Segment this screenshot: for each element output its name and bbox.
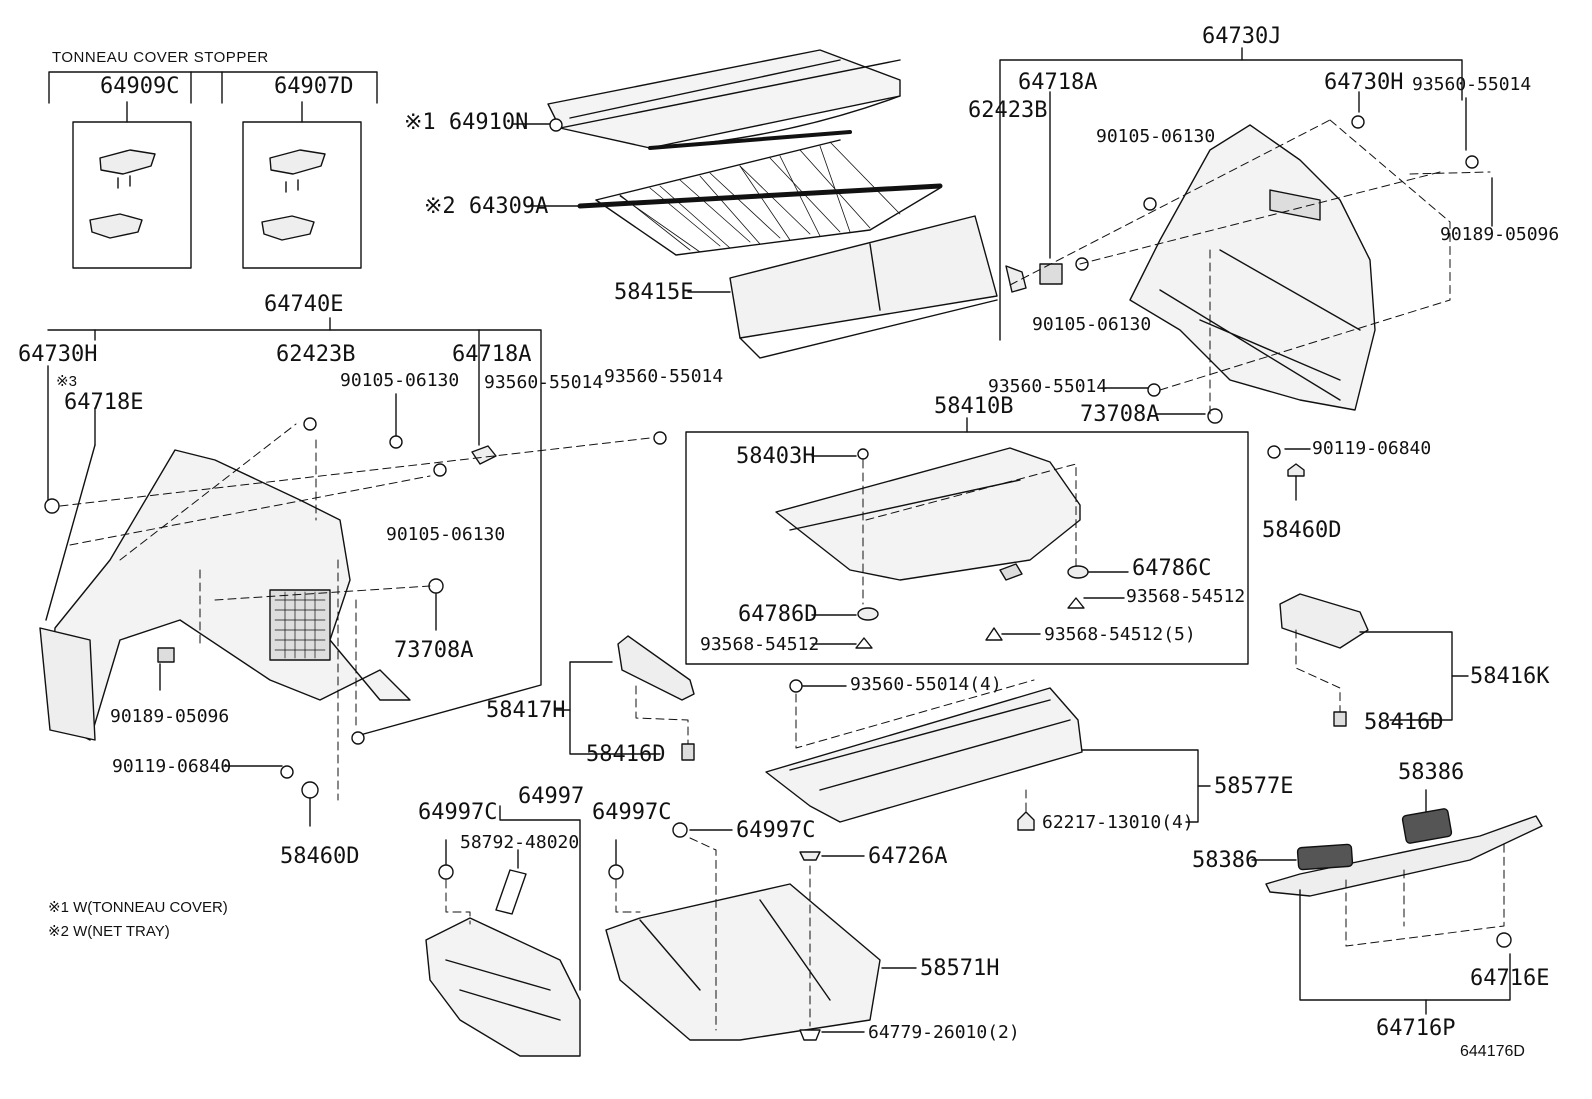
part-label-64997C-right: 64997C (736, 818, 816, 843)
part-label-64730H-left: 64730H (18, 342, 98, 367)
part-label-73708A-left: 73708A (394, 638, 474, 663)
part-label-64997: 64997 (518, 784, 585, 809)
part-label-58415E: 58415E (614, 280, 694, 305)
part-label-93560-55014-middle: 93560-55014 (604, 366, 724, 387)
part-label-58417H: 58417H (486, 698, 566, 723)
part-label-58460D-left: 58460D (280, 844, 360, 869)
part-label-93568-54512-qty5: 93568-54512(5) (1044, 624, 1196, 645)
part-label-64786C: 64786C (1132, 556, 1212, 581)
footnote-1: ※1 W(TONNEAU COVER) (48, 899, 228, 916)
part-label-64779-26010-qty2: 64779-26010(2) (868, 1022, 1020, 1043)
stopper-group-title: TONNEAU COVER STOPPER (52, 49, 269, 66)
part-label-90119-06840-left: 90119-06840 (112, 756, 232, 777)
tonneau-stopper-group (49, 72, 377, 268)
part-label-90105-06130-right-bottom: 90105-06130 (1032, 314, 1152, 335)
part-label-64726A: 64726A (868, 844, 948, 869)
part-label-64309A: ※2 64309A (424, 194, 549, 219)
part-label-58416D-middle: 58416D (586, 742, 666, 767)
note-marker-3: ※3 (56, 373, 77, 390)
part-label-73708A-right: 73708A (1080, 402, 1160, 427)
part-label-58571H: 58571H (920, 956, 1000, 981)
part-label-64909C: 64909C (100, 74, 180, 99)
part-label-62423B-left: 62423B (276, 342, 356, 367)
sill-plate-64716P (1252, 790, 1542, 1014)
part-label-58410B: 58410B (934, 394, 1014, 419)
part-label-62217-13010-qty4: 62217-13010(4) (1042, 812, 1194, 833)
tray-58417H (556, 636, 694, 760)
board-58415E (688, 216, 997, 358)
part-label-64786D: 64786D (738, 602, 818, 627)
part-label-93568-54512-right: 93568-54512 (1126, 586, 1246, 607)
deck-board-box-58410B (686, 418, 1248, 664)
left-trim-group-64740E (40, 318, 666, 826)
part-label-58792-48020: 58792-48020 (460, 832, 580, 853)
part-label-90119-06840-right: 90119-06840 (1312, 438, 1432, 459)
part-label-90189-05096-right: 90189-05096 (1440, 224, 1560, 245)
part-label-90105-06130-right-top: 90105-06130 (1096, 126, 1216, 147)
tray-58571H (606, 823, 916, 1040)
right-trim-group-64730J (1000, 48, 1492, 500)
part-label-64997C-middle: 64997C (592, 800, 672, 825)
part-label-64718A-left: 64718A (452, 342, 532, 367)
part-label-93568-54512-left: 93568-54512 (700, 634, 820, 655)
tray-58577E (766, 680, 1210, 830)
part-label-58403H: 58403H (736, 444, 816, 469)
part-label-93560-55014-right-bottom: 93560-55014 (988, 376, 1108, 397)
part-label-90105-06130-left-bottom: 90105-06130 (386, 524, 506, 545)
part-label-58577E: 58577E (1214, 774, 1294, 799)
part-label-93560-55014-left: 93560-55014 (484, 372, 604, 393)
tonneau-cover-64910N (512, 50, 900, 148)
part-label-58460D-right: 58460D (1262, 518, 1342, 543)
part-label-64730J: 64730J (1202, 24, 1282, 49)
part-label-64910N: ※1 64910N (404, 110, 529, 135)
part-label-58386-left: 58386 (1192, 848, 1259, 873)
part-label-64730H-right: 64730H (1324, 70, 1404, 95)
part-label-90189-05096-left: 90189-05096 (110, 706, 230, 727)
box-64997-group (426, 806, 580, 1056)
part-label-58416K: 58416K (1470, 664, 1550, 689)
net-tray-64309A (528, 132, 940, 255)
part-label-90105-06130-left-top: 90105-06130 (340, 370, 460, 391)
part-label-93560-55014-right-top: 93560-55014 (1412, 74, 1532, 95)
part-label-64718E: 64718E (64, 390, 144, 415)
part-label-58386-top: 58386 (1398, 760, 1465, 785)
part-label-64716P: 64716P (1376, 1016, 1456, 1041)
footnote-2: ※2 W(NET TRAY) (48, 923, 170, 940)
part-label-93560-55014-qty4: 93560-55014(4) (850, 674, 1002, 695)
part-label-64718A-right: 64718A (1018, 70, 1098, 95)
part-label-62423B-right: 62423B (968, 98, 1048, 123)
diagram-code: 644176D (1460, 1043, 1525, 1060)
box-58416K (1280, 594, 1468, 726)
part-label-64997C-left: 64997C (418, 800, 498, 825)
part-label-64907D: 64907D (274, 74, 354, 99)
part-label-64716E: 64716E (1470, 966, 1550, 991)
part-label-58416D-right: 58416D (1364, 710, 1444, 735)
part-label-64740E: 64740E (264, 292, 344, 317)
